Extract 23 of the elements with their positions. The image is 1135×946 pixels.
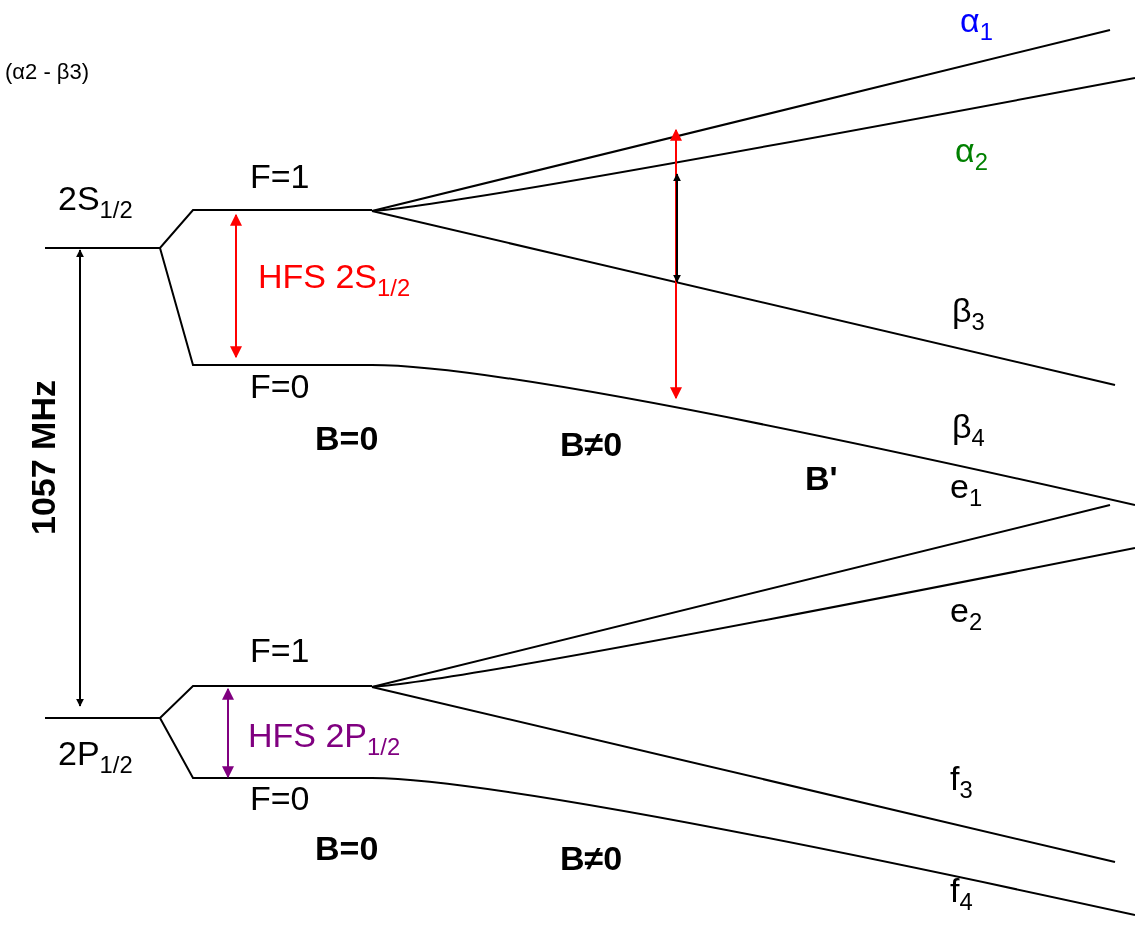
- sublevel-label: f$_{4}$: [950, 872, 973, 910]
- splitting-label: HFS 2P$_{1/2}$: [248, 717, 401, 755]
- sublevel-label: α$_{1}$: [960, 2, 993, 40]
- quantum-number-label: F=1: [250, 158, 310, 196]
- field-label: B=0: [315, 830, 379, 868]
- sublevel-label: e$_{2}$: [950, 592, 983, 630]
- splitting-label: HFS 2S$_{1/2}$: [258, 258, 411, 296]
- field-label: B≠0: [560, 426, 623, 464]
- quantum-number-label: F=1: [250, 632, 310, 670]
- sublevel-label: e$_{1}$: [950, 468, 983, 506]
- field-label: B≠0: [560, 840, 623, 878]
- field-label: B': [805, 460, 838, 498]
- transition-label: (α2 - β3): [5, 60, 90, 85]
- sublevel-label: f$_{3}$: [950, 760, 973, 798]
- sublevel-label: β$_{3}$: [952, 292, 985, 330]
- quantum-number-label: F=0: [250, 368, 310, 406]
- field-label: B=0: [315, 420, 379, 458]
- sublevel-label: β$_{4}$: [952, 408, 985, 446]
- state-label: 2P$_{1/2}$: [58, 735, 133, 773]
- sublevel-label: α$_{2}$: [955, 132, 988, 170]
- frequency-label: 1057 MHz: [25, 380, 63, 535]
- quantum-number-label: F=0: [250, 780, 310, 818]
- state-label: 2S$_{1/2}$: [58, 180, 133, 218]
